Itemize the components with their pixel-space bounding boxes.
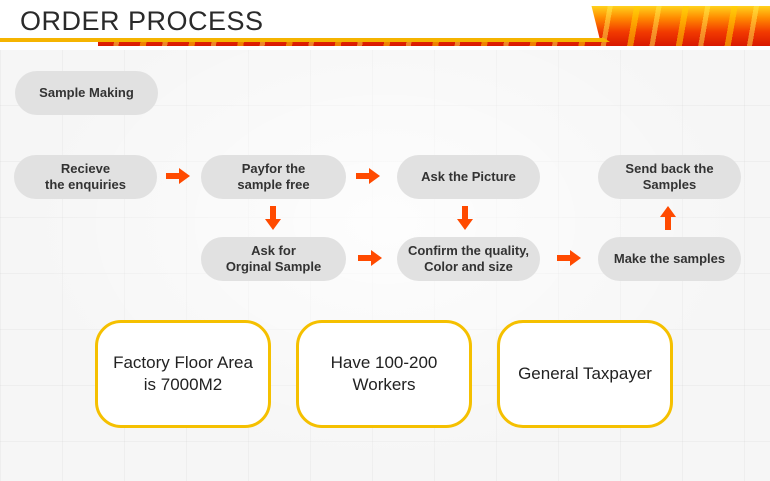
arrow-right-icon [557,250,581,266]
header-banner: ORDER PROCESS [0,0,770,50]
page-title: ORDER PROCESS [20,6,264,36]
step-make-samples: Make the samples [598,237,741,281]
header-yellow-stripe [0,38,610,42]
step-ask-original-sample: Ask for Orginal Sample [201,237,346,281]
step-payfor-sample: Payfor the sample free [201,155,346,199]
card-general-taxpayer: General Taxpayer [497,320,673,428]
step-sample-making: Sample Making [15,71,158,115]
card-workers: Have 100-200 Workers [296,320,472,428]
step-recieve-enquiries: Recieve the enquiries [14,155,157,199]
step-send-back-samples: Send back the Samples [598,155,741,199]
step-confirm-quality: Confirm the quality, Color and size [397,237,540,281]
card-factory-floor-area: Factory Floor Area is 7000M2 [95,320,271,428]
arrow-up-icon [660,206,676,230]
arrow-down-icon [457,206,473,230]
arrow-right-icon [356,168,380,184]
header-white-panel [0,0,600,40]
arrow-right-icon [358,250,382,266]
arrow-right-icon [166,168,190,184]
arrow-down-icon [265,206,281,230]
step-ask-picture: Ask the Picture [397,155,540,199]
